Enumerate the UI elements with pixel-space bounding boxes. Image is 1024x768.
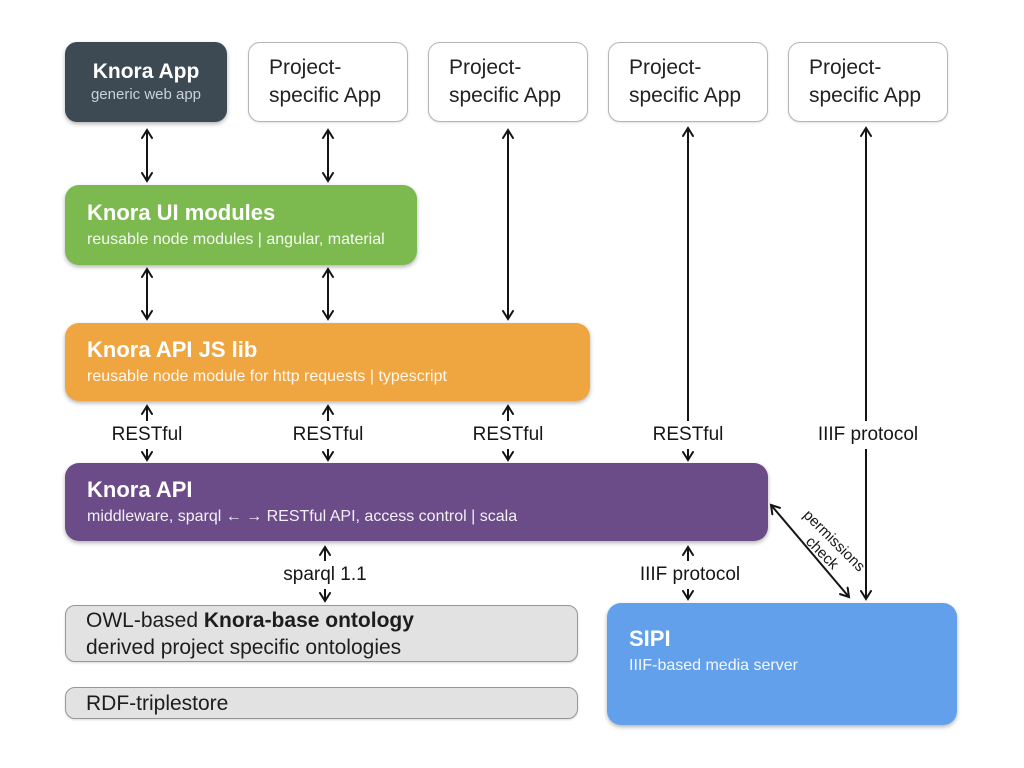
restful-label-2: RESTful <box>292 424 364 445</box>
knora-api-js-lib-title: Knora API JS lib <box>87 337 258 362</box>
ontology-line-1: OWL-based Knora-base ontology <box>86 607 557 634</box>
knora-api-js-lib-subtitle: reusable node module for http requests |… <box>87 368 447 385</box>
sparql-label: sparql 1.1 <box>283 564 367 585</box>
rdf-triplestore-box: RDF-triplestore <box>65 687 578 719</box>
knora-app-title: Knora App <box>92 60 200 83</box>
knora-api-js-lib-box: Knora API JS lib reusable node module fo… <box>65 323 590 401</box>
sipi-box: SIPI IIIF-based media server <box>607 603 957 725</box>
knora-ui-modules-subtitle: reusable node modules | angular, materia… <box>87 231 385 248</box>
knora-ui-modules-box: Knora UI modules reusable node modules |… <box>65 185 417 265</box>
ontology-line1-bold: Knora-base ontology <box>203 608 414 632</box>
permissions-check-label: permissions check <box>788 507 869 588</box>
project-app-label-2: Project-specific App <box>449 56 562 107</box>
project-app-label-3: Project-specific App <box>629 56 742 107</box>
knora-api-subtitle: middleware, sparql ← → RESTful API, acce… <box>87 508 518 525</box>
knora-api-title: Knora API <box>87 477 193 502</box>
project-app-box-1: Project-specific App <box>248 42 408 122</box>
ontology-line-2: derived project specific ontologies <box>86 635 402 659</box>
knora-base-ontology-box: OWL-based Knora-base ontology derived pr… <box>65 605 578 662</box>
project-app-label-1: Project-specific App <box>269 56 382 107</box>
restful-label-4: RESTful <box>652 424 724 445</box>
project-app-box-4: Project-specific App <box>788 42 948 122</box>
sipi-subtitle: IIIF-based media server <box>629 657 798 674</box>
knora-api-box: Knora API middleware, sparql ← → RESTful… <box>65 463 768 541</box>
knora-app-subtitle: generic web app <box>90 86 202 103</box>
rdf-triplestore-label: RDF-triplestore <box>86 691 229 715</box>
project-app-label-4: Project-specific App <box>809 56 922 107</box>
knora-ui-modules-title: Knora UI modules <box>87 200 276 225</box>
project-app-box-3: Project-specific App <box>608 42 768 122</box>
restful-label-1: RESTful <box>111 424 183 445</box>
ontology-line1-regular: OWL-based <box>86 608 204 632</box>
project-app-box-2: Project-specific App <box>428 42 588 122</box>
iiif-protocol-label-top: IIIF protocol <box>817 424 919 445</box>
restful-label-3: RESTful <box>472 424 544 445</box>
knora-app-box: Knora App generic web app <box>65 42 227 122</box>
iiif-protocol-label-bottom: IIIF protocol <box>639 564 741 585</box>
sipi-title: SIPI <box>629 626 671 651</box>
